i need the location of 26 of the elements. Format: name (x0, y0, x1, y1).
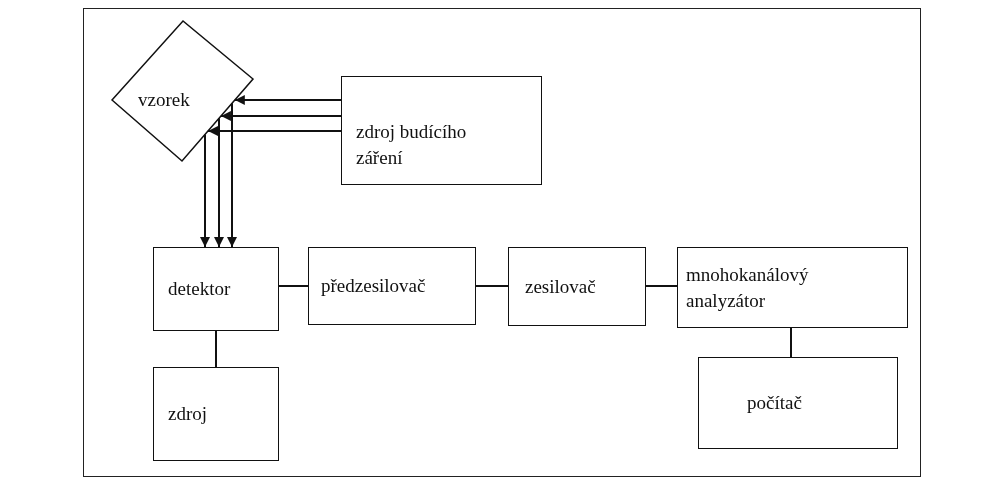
block-label: zdroj budícího záření (356, 119, 468, 170)
block-label: zesilovač (525, 274, 596, 299)
block-box (308, 247, 476, 325)
connector-line (790, 327, 792, 358)
arrow (207, 126, 342, 136)
arrow (214, 117, 224, 248)
connector-line (475, 285, 509, 287)
arrow (219, 111, 342, 121)
block-label: předzesilovač (321, 274, 426, 299)
block-box (508, 247, 646, 326)
connector-line (278, 285, 309, 287)
connector-line (645, 285, 678, 287)
arrow (227, 102, 237, 248)
block-box (153, 367, 279, 461)
block-label: vzorek (138, 87, 190, 112)
block-label: mnohokanálový analyzátor (686, 262, 810, 313)
block-box (698, 357, 898, 449)
block-box (677, 247, 908, 328)
block-box (153, 247, 279, 331)
block-label: zdroj (168, 402, 208, 427)
arrow (200, 133, 210, 248)
connector-line (215, 330, 217, 368)
block-box (341, 76, 542, 185)
arrow (233, 95, 342, 105)
block-label: detektor (168, 277, 231, 302)
block-label: počítač (747, 391, 802, 416)
